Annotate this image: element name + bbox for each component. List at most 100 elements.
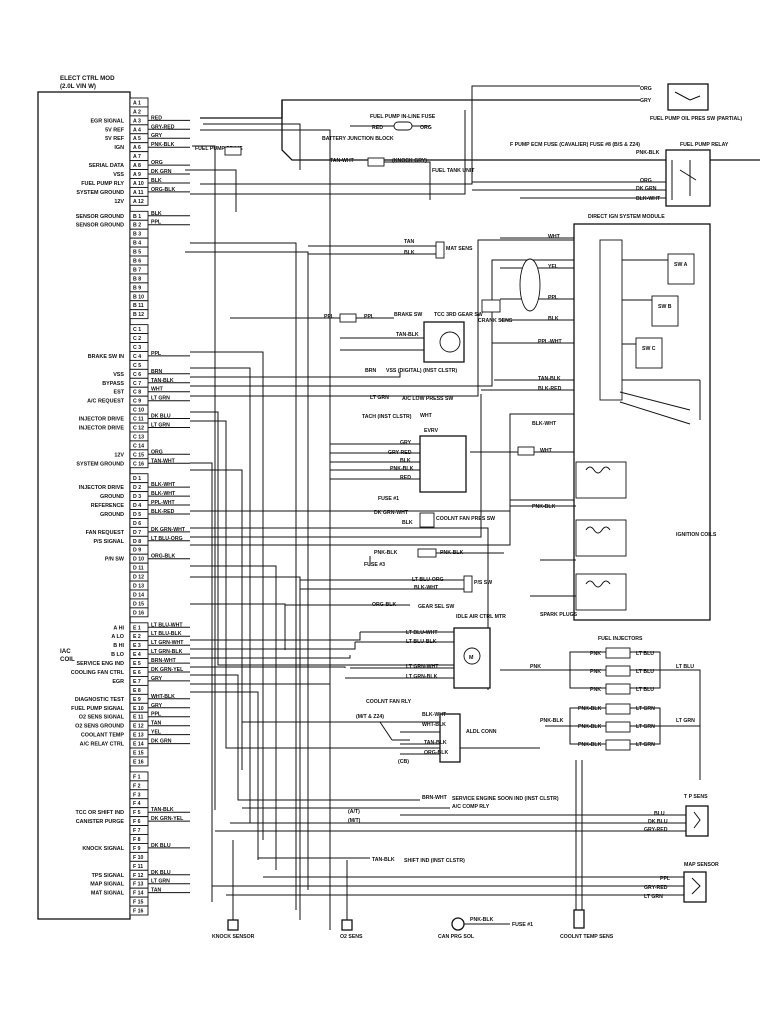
wire-color-label: TAN (151, 721, 162, 727)
ac-lt-grn-label: LT GRN (370, 395, 389, 401)
ecm-pin-label-b11: B 11 (133, 303, 144, 309)
ecm-pin-label-e12: E 12 (133, 724, 144, 730)
mt-label: (M/T) (348, 818, 361, 824)
ecm-pin-label-f9: F 9 (133, 846, 141, 852)
ecm-pin-label-e15: E 15 (133, 750, 144, 756)
tach-wht-label: WHT (420, 413, 433, 419)
ecm-pin-label-a1: A 1 (133, 100, 141, 106)
fpump-ecm-fuse-label: F PUMP ECM FUSE (CAVALIER) FUSE #8 (B/S … (510, 142, 640, 148)
fuel-pump-oil-press-switch (667, 83, 709, 111)
ps-sw-label: P/S SW (474, 580, 492, 586)
ecm-pin-label-b6: B 6 (133, 259, 141, 265)
evrv-body (419, 435, 467, 493)
brake-ppl-1: PPL (324, 314, 335, 320)
wire-color-label: TAN-WHT (151, 458, 176, 464)
iac-label: IAC (60, 648, 71, 655)
inj-lt-blu-3: LT BLU (636, 687, 654, 693)
wire-color-label: ORG (151, 449, 163, 455)
inj-lt-blu-main: LT BLU (676, 664, 694, 670)
ecm-signal-label: COOLANT TEMP (81, 733, 125, 739)
ecm-pin-label-f14: F 14 (133, 891, 143, 897)
ecm-pin-label-c2: C 2 (133, 336, 141, 342)
iac-mtr-label: IDLE AIR CTRL MTR (456, 614, 506, 620)
wire-color-label: PPL (151, 220, 162, 226)
inj-lt-grn-1: LT GRN (636, 706, 655, 712)
ecm-pin-label-d10: D 10 (133, 557, 144, 563)
oil-sw-org-label: ORG (640, 86, 652, 92)
ecm-signal-label: INJECTOR DRIVE (79, 417, 125, 423)
ecm-pin-label-a4: A 4 (133, 127, 141, 133)
tach: TACH (INST CLSTR) WHT (362, 413, 433, 420)
o2-sens-label: O2 SENS (340, 934, 363, 940)
iac-lt-grn-blk: LT GRN-BLK (406, 674, 438, 680)
ecm-pin-label-f4: F 4 (133, 801, 141, 807)
ps-sw: LT BLU-ORG BLK-WHT P/S SW (300, 575, 492, 593)
coolant-fan-press-sw: DK GRN-WHT BLK COOLNT FAN PRES SW (374, 510, 495, 528)
iac-motor-icon (463, 647, 481, 665)
vss-digital: BRN VSS (DIGITAL) (INST CLSTR) LT GRN A/… (365, 368, 457, 402)
wire-color-label: PPL (151, 351, 162, 357)
knock-sensor: KNOCK SENSOR (212, 840, 255, 940)
crank-sens-loop (519, 258, 541, 312)
tan-wht-label: TAN-WHT (330, 158, 355, 164)
ecm-signal-label: INJECTOR DRIVE (79, 485, 125, 491)
spark-plugs-label: SPARK PLUGS (540, 612, 578, 618)
ecm-pin-label-d2: D 2 (133, 485, 141, 491)
ecm-pin-f16 (129, 905, 149, 916)
inj-pnk-blk-1: PNK-BLK (578, 706, 602, 712)
vss-digital-label: VSS (DIGITAL) (INST CLSTR) (386, 368, 457, 374)
ecm-pin-label-a2: A 2 (133, 109, 141, 115)
fuel-pump-circuit: FUEL PUMP IN-LINE FUSE RED ORG BATTERY J… (195, 83, 742, 207)
map-sensor-label: MAP SENSOR (684, 862, 719, 868)
wire-color-label: LT GRN (151, 396, 170, 402)
cfr-mt-zon: (M/T & Z24) (356, 714, 384, 720)
ecm-pin-label-b9: B 9 (133, 285, 141, 291)
ecm-pin-label-a11: A 11 (133, 190, 144, 196)
tp-sens-body (685, 805, 709, 837)
ecm-pin-label-f10: F 10 (133, 855, 143, 861)
crank-sens-label: CRANK SENS (478, 318, 513, 324)
ecm-title-2: (2.0L VIN W) (60, 83, 96, 90)
ecm-module: ELECT CTRL MOD (2.0L VIN W) EGR SIGNAL5V… (37, 75, 149, 920)
ecm-signal-label: TPS SIGNAL (92, 873, 125, 879)
wire-color-label: LT GRN-WHT (151, 640, 184, 646)
ecm-pin-label-e2: E 2 (133, 634, 141, 640)
wire-color-label: DK GRN-WHT (151, 527, 186, 533)
aldl-body (439, 713, 461, 763)
idle-air-ctrl-mtr: IDLE AIR CTRL MTR M LT BLU-WHT LT BLU-BL… (345, 614, 506, 689)
ecm-pin-label-b2: B 2 (133, 223, 141, 229)
ecm-pin-label-e13: E 13 (133, 733, 144, 739)
inj-pnk-2: PNK (590, 669, 601, 675)
ecm-pin-label-e10: E 10 (133, 706, 144, 712)
sw-a-label: SW A (674, 262, 688, 268)
ecm-signal-label: A HI (113, 625, 124, 631)
fuse-org-label: ORG (420, 125, 432, 131)
dism-blk-red-label: BLK-RED (538, 386, 562, 392)
wire-color-label: BLK-WHT (151, 491, 176, 497)
ecm-pin-label-f2: F 2 (133, 783, 141, 789)
oil-sw-gry-label: GRY (640, 98, 652, 104)
ecm-pin-label-f11: F 11 (133, 864, 143, 870)
dism-internal-block (599, 239, 623, 401)
relay-dk-grn-label: DK GRN (636, 186, 657, 192)
coil-pack-1 (575, 461, 627, 499)
ac-low-press-label: A/C LOW PRESS SW (402, 396, 453, 402)
fuel-pump-relay (665, 149, 711, 207)
wire-color-label: LT GRN (151, 422, 170, 428)
ecm-pin-label-f12: F 12 (133, 873, 143, 879)
ecm-pin-label-d14: D 14 (133, 592, 144, 598)
ecm-pin-label-f8: F 8 (133, 837, 141, 843)
wire-color-label: PPL (151, 712, 162, 718)
ecm-pin-b12 (129, 309, 149, 320)
mat-sens-connector (435, 241, 445, 259)
cfr-cb: (CB) (398, 759, 409, 765)
wire-color-label: BRN (151, 369, 162, 375)
ecm-title-1: ELECT CTRL MOD (60, 75, 115, 82)
wire-color-label: BLK (151, 178, 162, 184)
dism-wht-label: WHT (548, 234, 561, 240)
ecm-pin-label-b12: B 12 (133, 312, 144, 318)
wire-color-label: PPL-WHT (151, 500, 175, 506)
ecm-signal-label: SENSOR GROUND (76, 223, 124, 229)
